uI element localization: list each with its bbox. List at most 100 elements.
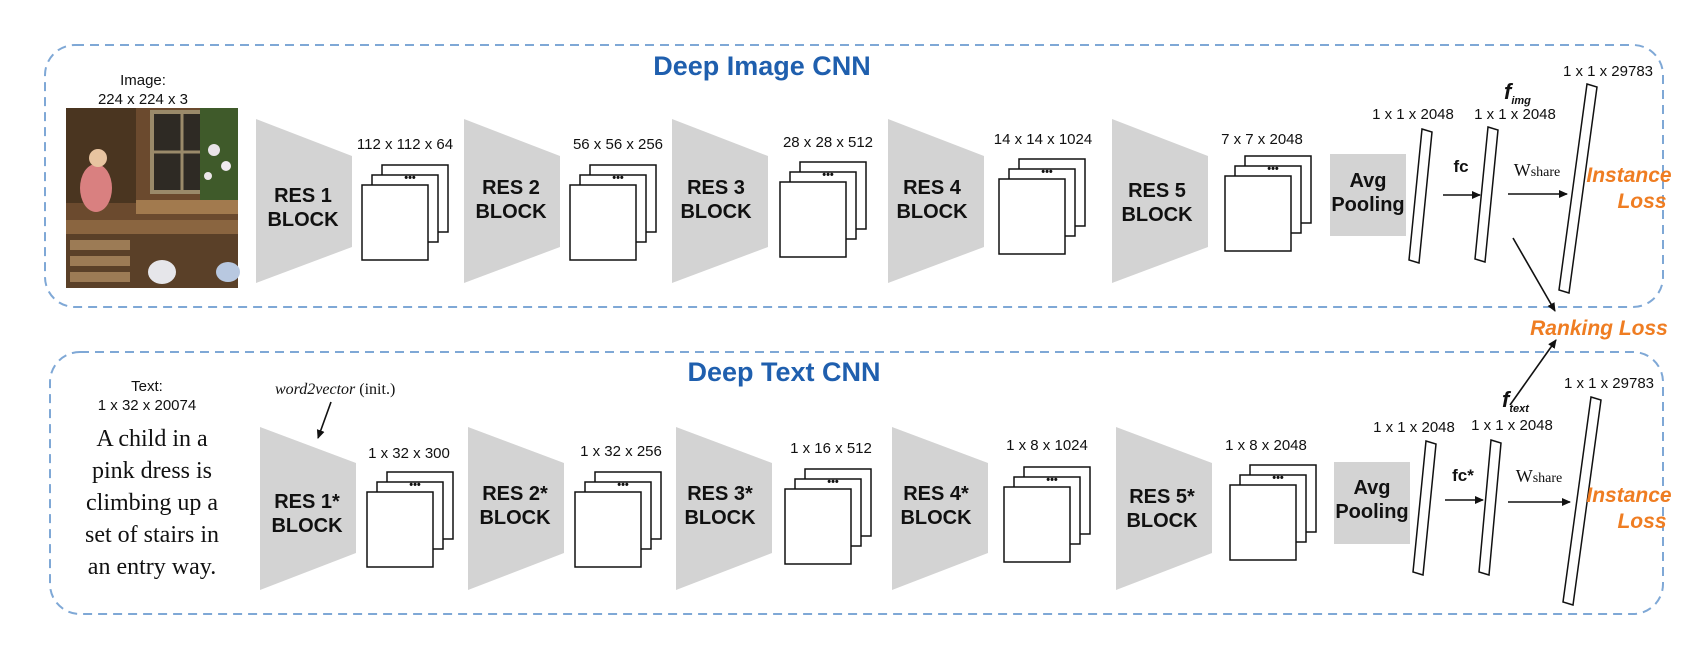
image-branch-title: Deep Image CNN	[653, 51, 871, 81]
text-vec3	[1562, 396, 1602, 606]
svg-text:RES 1: RES 1	[274, 185, 332, 207]
svg-text:BLOCK: BLOCK	[900, 507, 972, 529]
svg-text:Pooling: Pooling	[1335, 501, 1408, 523]
svg-text:Avg: Avg	[1353, 477, 1390, 499]
svg-text:•••: •••	[827, 476, 839, 488]
svg-text:•••: •••	[617, 479, 629, 491]
text-wshare-label: Wshare	[1516, 466, 1563, 486]
image-input-label: Image:	[120, 72, 166, 89]
ranking-loss-label: Ranking Loss	[1530, 317, 1668, 340]
svg-text:RES 3: RES 3	[687, 177, 745, 199]
word2vector-arrow	[316, 401, 332, 439]
text-vec2-dims: 1 x 1 x 2048	[1471, 417, 1553, 434]
text-feature-name: ftext	[1502, 387, 1530, 415]
svg-text:•••: •••	[1041, 166, 1053, 178]
svg-text:RES 5*: RES 5*	[1129, 486, 1195, 508]
text-feature-map-4: •••	[1003, 466, 1091, 563]
svg-text:RES 4: RES 4	[903, 177, 962, 199]
image-dims-1: 112 x 112 x 64	[357, 136, 453, 153]
image-dims-5: 7 x 7 x 2048	[1221, 131, 1303, 148]
ranking-arrow-from-image	[1512, 237, 1556, 312]
svg-text:set of stairs in: set of stairs in	[85, 522, 219, 548]
svg-text:RES 1*: RES 1*	[274, 491, 340, 513]
svg-text:an entry way.: an entry way.	[88, 554, 216, 580]
svg-text:BLOCK: BLOCK	[479, 507, 551, 529]
text-dims-1: 1 x 32 x 300	[368, 445, 450, 462]
svg-text:BLOCK: BLOCK	[267, 209, 339, 231]
image-vec3-dims: 1 x 1 x 29783	[1563, 63, 1653, 80]
svg-text:•••: •••	[404, 172, 416, 184]
text-branch-title: Deep Text CNN	[687, 357, 880, 387]
text-dims-5: 1 x 8 x 2048	[1225, 437, 1307, 454]
image-feature-map-2: •••	[569, 164, 657, 261]
svg-text:RES 3*: RES 3*	[687, 483, 753, 505]
text-fc-label: fc*	[1452, 466, 1474, 485]
text-res-block-2: RES 2* BLOCK	[468, 427, 564, 590]
svg-text:BLOCK: BLOCK	[1126, 510, 1198, 532]
image-res-block-3: RES 3 BLOCK	[672, 119, 768, 283]
svg-text:BLOCK: BLOCK	[1121, 204, 1193, 226]
svg-text:•••: •••	[1046, 474, 1058, 486]
image-feature-map-1: •••	[361, 164, 449, 261]
text-dims-2: 1 x 32 x 256	[580, 443, 662, 460]
image-res-block-5: RES 5 BLOCK	[1112, 119, 1208, 283]
image-feature-name: fimg	[1504, 79, 1531, 107]
image-vec1	[1408, 128, 1433, 264]
input-photo	[66, 108, 240, 288]
text-input-dims: 1 x 32 x 20074	[98, 397, 196, 414]
image-res-block-1: RES 1 BLOCK	[256, 119, 352, 283]
svg-text:A child in a: A child in a	[96, 426, 208, 452]
text-avg-pooling: Avg Pooling	[1334, 462, 1410, 544]
text-res-block-5: RES 5* BLOCK	[1116, 427, 1212, 590]
image-dims-4: 14 x 14 x 1024	[994, 131, 1092, 148]
image-feature-map-5: •••	[1224, 155, 1312, 252]
svg-text:pink dress is: pink dress is	[92, 458, 212, 484]
svg-text:RES 5: RES 5	[1128, 180, 1186, 202]
text-dims-4: 1 x 8 x 1024	[1006, 437, 1088, 454]
text-feature-map-2: •••	[574, 471, 662, 568]
svg-text:•••: •••	[409, 479, 421, 491]
svg-text:climbing up a: climbing up a	[86, 490, 218, 516]
text-dims-3: 1 x 16 x 512	[790, 440, 872, 457]
text-res-block-1: RES 1* BLOCK	[260, 427, 356, 590]
svg-text:•••: •••	[822, 169, 834, 181]
image-vec2-dims: 1 x 1 x 2048	[1474, 106, 1556, 123]
text-vec2	[1478, 439, 1502, 576]
image-feature-map-3: •••	[779, 161, 867, 258]
svg-text:BLOCK: BLOCK	[680, 201, 752, 223]
svg-text:RES 2: RES 2	[482, 177, 540, 199]
svg-text:RES 2*: RES 2*	[482, 483, 548, 505]
svg-text:•••: •••	[1267, 163, 1279, 175]
text-feature-map-1: •••	[366, 471, 454, 568]
image-input-dims: 224 x 224 x 3	[98, 91, 188, 108]
image-feature-map-4: •••	[998, 158, 1086, 255]
text-res-block-4: RES 4* BLOCK	[892, 427, 988, 590]
svg-text:RES 4*: RES 4*	[903, 483, 969, 505]
image-res-block-4: RES 4 BLOCK	[888, 119, 984, 283]
text-input-label: Text:	[131, 378, 163, 395]
svg-text:•••: •••	[1272, 472, 1284, 484]
word2vector-label: word2vector (init.)	[275, 381, 395, 398]
image-dims-2: 56 x 56 x 256	[573, 136, 663, 153]
image-res-block-2: RES 2 BLOCK	[464, 119, 560, 283]
image-avg-pooling: Avg Pooling	[1330, 154, 1406, 236]
text-vec1-dims: 1 x 1 x 2048	[1373, 419, 1455, 436]
text-vec1	[1412, 440, 1437, 576]
svg-text:BLOCK: BLOCK	[271, 515, 343, 537]
input-sentence: A child in a pink dress is climbing up a…	[85, 426, 219, 580]
svg-text:•••: •••	[612, 172, 624, 184]
text-res-block-3: RES 3* BLOCK	[676, 427, 772, 590]
text-feature-map-3: •••	[784, 468, 872, 565]
svg-text:BLOCK: BLOCK	[475, 201, 547, 223]
image-fc-label: fc	[1453, 157, 1468, 176]
ranking-arrow-from-text	[1509, 339, 1557, 406]
image-wshare-label: Wshare	[1514, 160, 1561, 180]
svg-text:BLOCK: BLOCK	[684, 507, 756, 529]
image-vec1-dims: 1 x 1 x 2048	[1372, 106, 1454, 123]
svg-text:Pooling: Pooling	[1331, 194, 1404, 216]
text-vec3-dims: 1 x 1 x 29783	[1564, 375, 1654, 392]
image-vec2	[1474, 126, 1499, 263]
text-branch-panel	[49, 351, 1664, 615]
